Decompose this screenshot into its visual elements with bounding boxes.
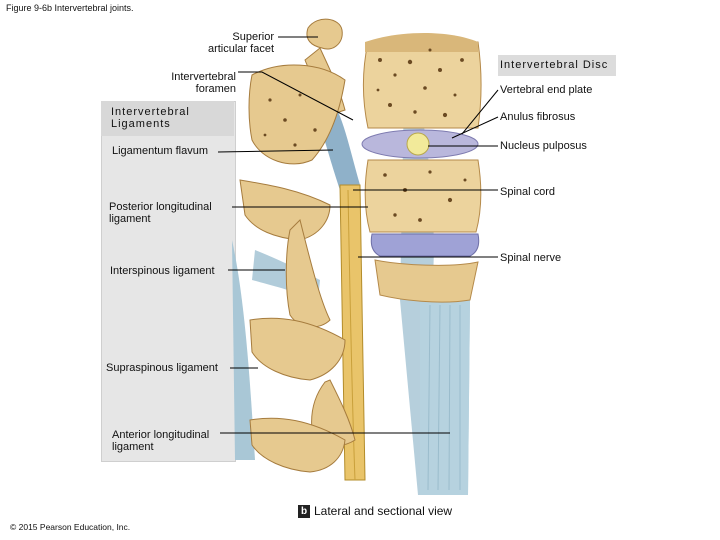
leader-ligamentum-flavum xyxy=(217,149,334,153)
copyright-text: © 2015 Pearson Education, Inc. xyxy=(10,522,131,532)
label-intervertebral-foramen: Intervertebral foramen xyxy=(171,71,236,95)
supraspinous-ligament-band xyxy=(232,240,255,460)
disc-heading: Intervertebral Disc xyxy=(500,59,609,71)
label-spinal-cord: Spinal cord xyxy=(500,186,556,198)
nucleus-pulposus-shape xyxy=(406,132,430,156)
superior-articular-facet-shape xyxy=(306,18,343,50)
label-supraspinous-ligament: Supraspinous ligament xyxy=(106,362,218,374)
label-posterior-longitudinal-ligament: Posterior longitudinal ligament xyxy=(109,201,212,225)
label-ligamentum-flavum: Ligamentum flavum xyxy=(112,145,208,157)
vertebral-body-middle xyxy=(364,159,482,233)
label-anulus-fibrosus: Anulus fibrosus xyxy=(500,111,576,123)
caption-badge: b xyxy=(298,505,310,518)
caption-text: Lateral and sectional view xyxy=(314,504,453,518)
label-spinal-nerve: Spinal nerve xyxy=(500,252,562,264)
figure-title: Figure 9-6b Intervertebral joints. xyxy=(6,3,134,13)
label-interspinous-ligament: Interspinous ligament xyxy=(110,265,215,277)
label-anterior-longitudinal-ligament: Anterior longitudinal ligament xyxy=(112,429,210,453)
leader-foramen xyxy=(238,71,354,121)
leader-end-plate xyxy=(461,89,499,135)
disc-heading-box xyxy=(498,55,616,76)
spinal-cord-shape xyxy=(339,184,366,481)
label-vertebral-end-plate: Vertebral end plate xyxy=(500,84,593,96)
ligaments-heading-box xyxy=(101,101,234,136)
label-nucleus-pulposus: Nucleus pulposus xyxy=(500,140,587,152)
leader-anulus xyxy=(451,116,499,139)
ligaments-panel xyxy=(101,101,236,462)
vertebral-body-top xyxy=(363,33,482,129)
label-superior-articular-facet: Superior articular facet xyxy=(207,31,274,55)
ligaments-heading: Intervertebral Ligaments xyxy=(111,106,190,130)
